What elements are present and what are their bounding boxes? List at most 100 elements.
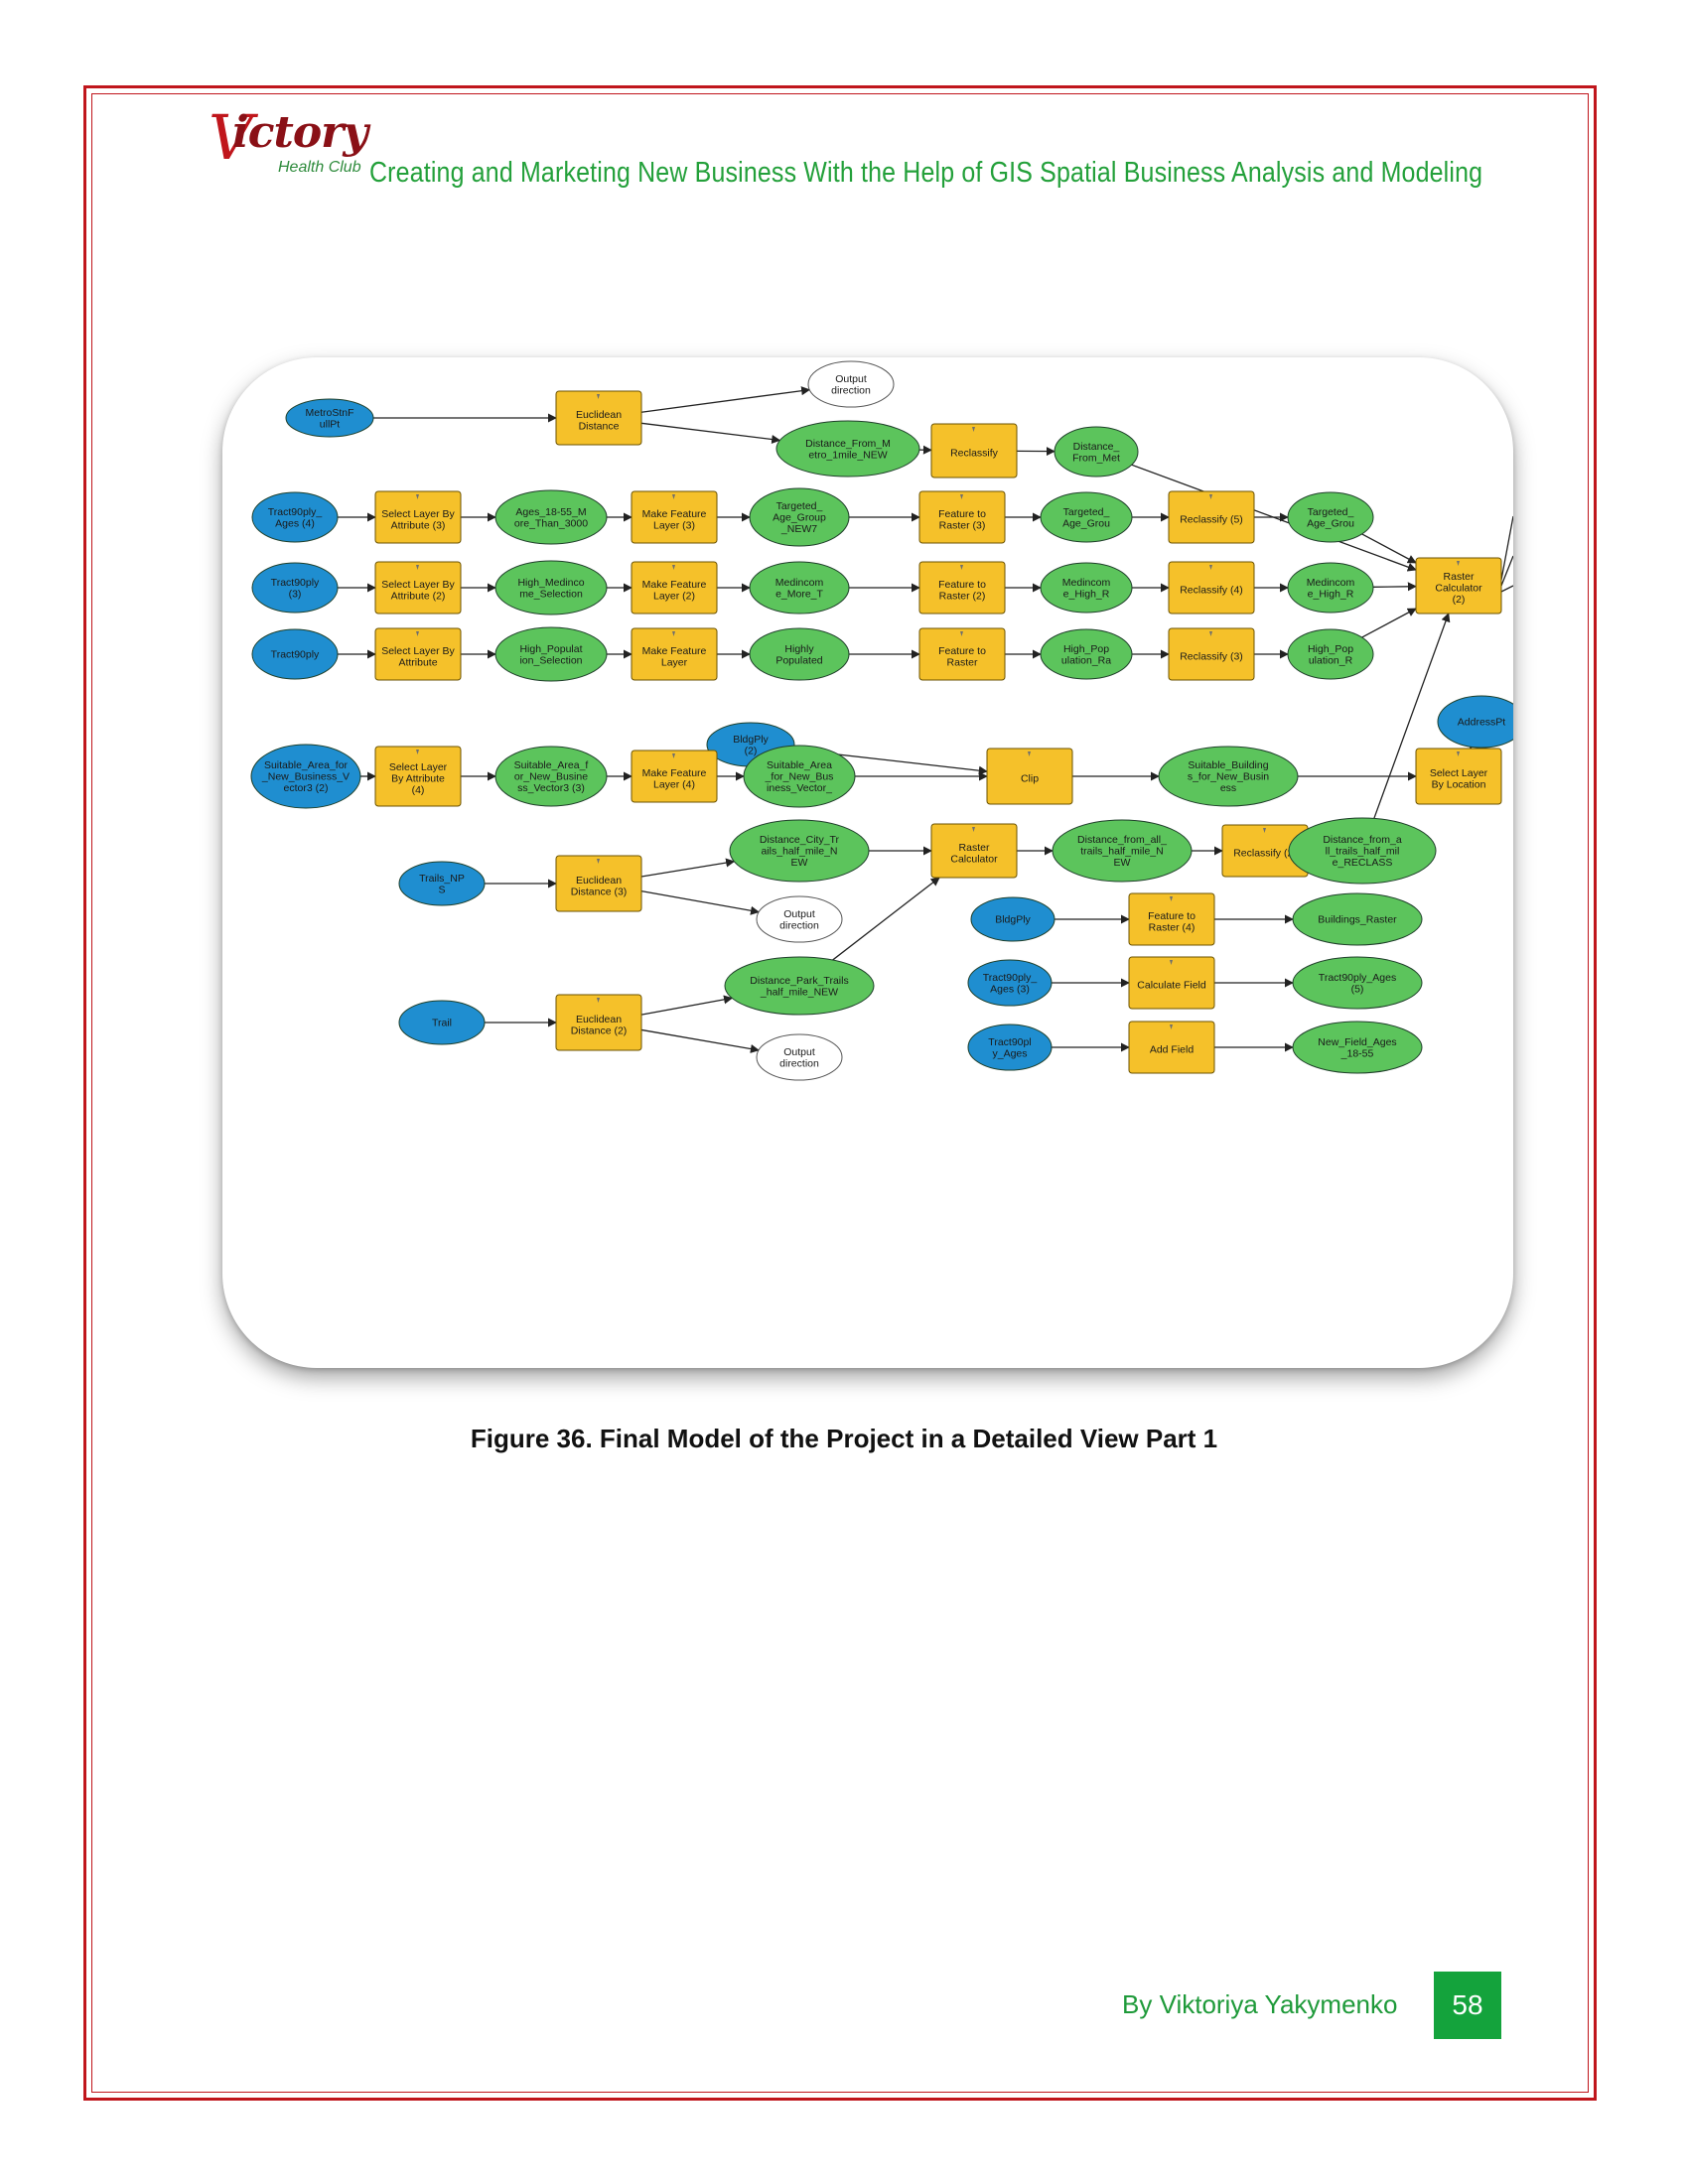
hammer-icon (1457, 751, 1460, 756)
model-node-trailsnps: Trails_NPS (398, 861, 486, 906)
model-node-recl4: Reclassify (4) (1168, 561, 1255, 614)
model-node-recl1: Reclassify (930, 423, 1018, 478)
node-label-line: Distance_From_M (805, 438, 891, 450)
output-node-shape (494, 746, 608, 807)
tool-node-shape (631, 490, 718, 544)
edge-euc1-dmetro (640, 422, 781, 445)
node-label-line: Distance (2) (571, 1024, 628, 1036)
output-node-shape (724, 956, 875, 1016)
hammer-icon (1170, 1024, 1173, 1029)
node-label-line: Raster (4) (1149, 921, 1196, 933)
node-label-line: (5) (1351, 983, 1364, 995)
node-label-line: Distance_from_all_ (1077, 834, 1167, 846)
model-node-trail: Trail (398, 1000, 486, 1045)
tool-node-shape (918, 490, 1006, 544)
node-label-line: BldgPly (995, 914, 1031, 926)
node-label-line: s_for_New_Busin (1188, 771, 1269, 783)
model-node-suit: Suitable_Area_for_New_Business_Vector3 (… (250, 744, 361, 809)
output-node-shape (1287, 628, 1374, 680)
node-label-line: e_High_R (1308, 588, 1354, 600)
model-diagram: MetroStnFullPtEuclideanDistanceOutputdir… (250, 360, 1513, 1081)
node-label-line: ulation_R (1309, 654, 1353, 666)
node-label-line: Targeted_ (1308, 506, 1354, 518)
tool-node-shape (631, 561, 718, 614)
model-node-braster: Buildings_Raster (1292, 892, 1423, 946)
model-node-dallr: Distance_from_all_trails_half_mile_RECLA… (1288, 817, 1437, 885)
node-label-line: Select Layer By (381, 508, 455, 520)
model-node-tag2: Targeted_Age_Grou (1040, 491, 1133, 543)
hammer-icon (416, 750, 419, 754)
node-label-line: Attribute (398, 656, 437, 668)
node-label-line: Select Layer (389, 761, 448, 773)
edge-continuation (1500, 515, 1513, 581)
output-node-shape (1288, 817, 1437, 885)
node-label-line: Layer (3) (653, 519, 695, 531)
output-node-shape (1052, 819, 1193, 883)
model-node-suitv3: Suitable_Area_for_New_Business_Vector3 (… (494, 746, 608, 807)
model-node-bldgply: BldgPly (970, 896, 1055, 942)
node-label-line: Reclassify (2) (1233, 848, 1297, 860)
node-label-line: ails_half_mile_N (761, 846, 837, 858)
data-node-shape (251, 562, 339, 614)
node-label-line: Raster (1444, 571, 1475, 583)
node-label-line: Layer (2) (653, 590, 695, 602)
node-label-line: Trail (432, 1018, 452, 1029)
node-label-line: Output (835, 373, 867, 385)
hammer-icon (672, 631, 675, 636)
node-label-line: Distance_ (1073, 441, 1120, 453)
node-label-line: y_Ages (992, 1047, 1027, 1059)
hammer-icon (416, 631, 419, 636)
output-direction-shape (756, 895, 843, 943)
tool-node-shape (1168, 627, 1255, 681)
logo-subtitle: Health Club (278, 159, 361, 176)
node-label-line: Attribute (3) (391, 519, 446, 531)
tool-node-shape (555, 994, 642, 1051)
hammer-icon (416, 565, 419, 570)
node-label-line: (4) (412, 784, 425, 796)
node-label-line: e_RECLASS (1333, 857, 1393, 869)
hammer-icon (672, 565, 675, 570)
model-node-dmet2: Distance_From_Met (1054, 426, 1139, 478)
output-node-shape (1287, 562, 1374, 614)
tool-node-shape (1128, 892, 1215, 946)
hammer-icon (597, 998, 600, 1003)
output-node-shape (775, 420, 920, 478)
node-label-line: Feature to (938, 579, 986, 591)
hammer-icon (1170, 960, 1173, 965)
node-label-line: Medincom (1307, 577, 1355, 589)
hammer-icon (1209, 631, 1212, 636)
node-label-line: High_Pop (1063, 643, 1109, 655)
node-label-line: Euclidean (576, 875, 622, 887)
model-node-addf: Add Field (1128, 1021, 1215, 1074)
node-label-line: Reclassify (4) (1180, 585, 1243, 597)
node-label-line: Output (783, 1046, 815, 1058)
model-node-suitb: Suitable_Buildings_for_New_Business (1158, 746, 1299, 807)
node-label-line: ss_Vector3 (3) (517, 782, 585, 794)
data-node-shape (970, 896, 1055, 942)
model-node-tag: Targeted_Age_Group_NEW7 (749, 487, 850, 547)
node-label-line: Age_Grou (1307, 517, 1354, 529)
node-label-line: New_Field_Ages (1318, 1036, 1396, 1048)
node-label-line: Raster (947, 656, 978, 668)
figure-caption: Figure 36. Final Model of the Project in… (470, 1424, 1218, 1453)
tool-node-shape (1128, 956, 1215, 1010)
node-label-line: _NEW7 (780, 523, 817, 535)
model-node-dcity: Distance_City_Trails_half_mile_NEW (729, 819, 870, 883)
hammer-icon (672, 753, 675, 758)
node-label-line: Reclassify (5) (1180, 514, 1243, 526)
node-label-line: Raster (959, 842, 990, 854)
node-label-line: BldgPly (733, 734, 769, 746)
node-label-line: Select Layer By (381, 645, 455, 657)
hammer-icon (960, 565, 963, 570)
